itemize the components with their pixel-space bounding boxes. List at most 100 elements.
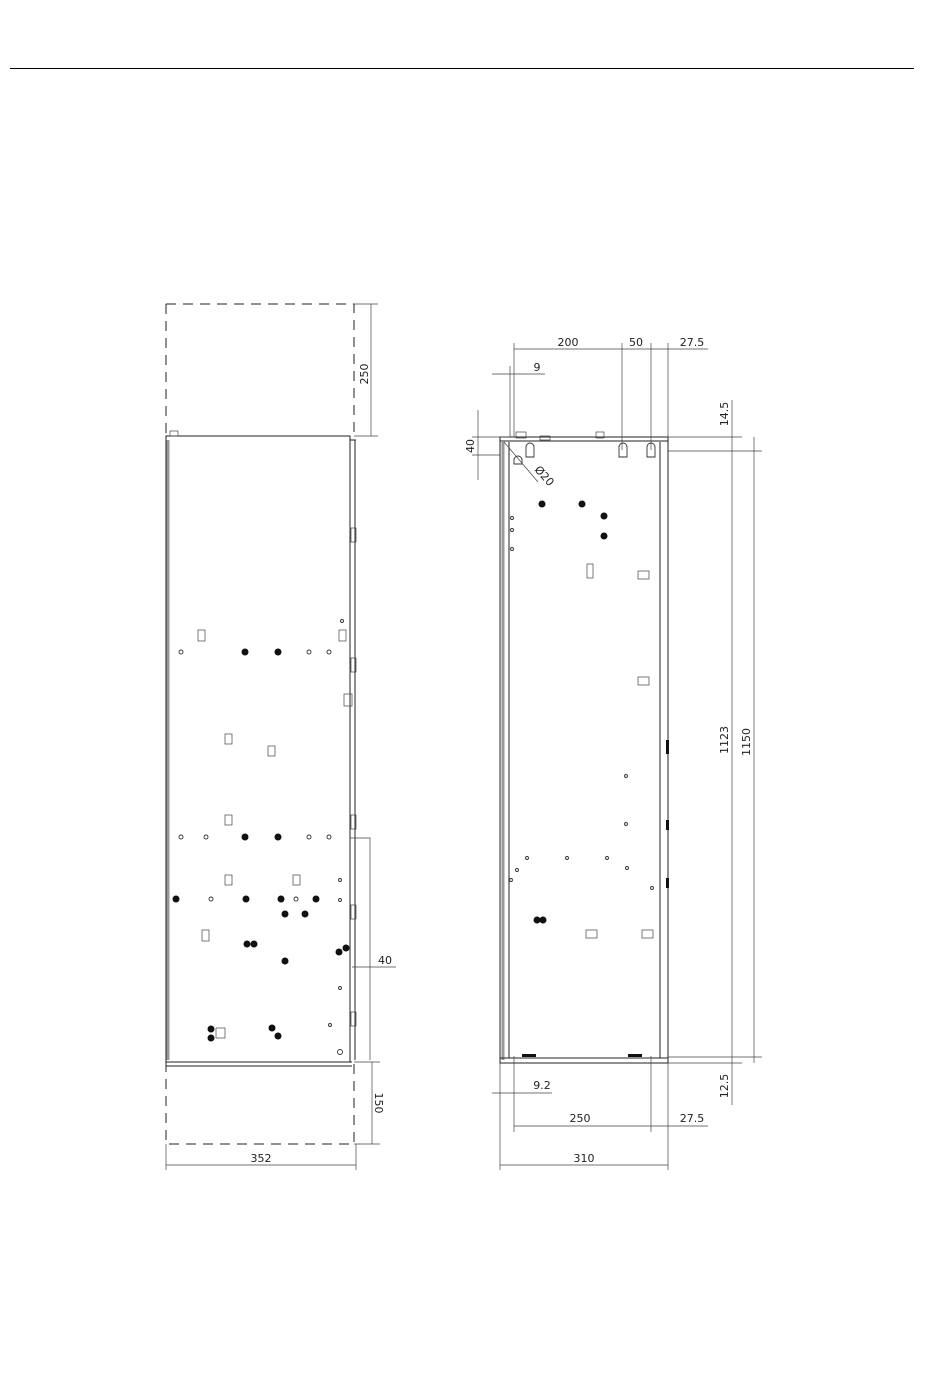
rear-view: 200 50 27.5 9 40 Ø20 14.5 1123 1150: [464, 336, 762, 1170]
rear-hole: [566, 857, 569, 860]
side-hole: [338, 1050, 343, 1055]
rear-dot: [539, 501, 546, 508]
side-slot: [225, 875, 232, 885]
side-dot: [275, 834, 282, 841]
side-dot: [302, 911, 309, 918]
side-dot: [242, 649, 249, 656]
side-dot: [275, 649, 282, 656]
side-dot: [278, 896, 285, 903]
side-hole: [327, 835, 331, 839]
side-bracket: [344, 694, 352, 706]
side-dot: [242, 834, 249, 841]
side-dot: [243, 896, 250, 903]
dim-rear-width: 310: [574, 1152, 595, 1165]
rear-hole: [526, 857, 529, 860]
side-dot: [208, 1035, 215, 1042]
dim-right-offset-bottom: 27.5: [680, 1112, 705, 1125]
side-dot: [336, 949, 343, 956]
side-slot: [225, 734, 232, 744]
dim-bottom-spacing: 250: [570, 1112, 591, 1125]
rear-slot: [642, 930, 653, 938]
side-view: 250 150 40 352: [166, 304, 396, 1170]
dim-bottom-clearance: 150: [372, 1093, 385, 1114]
keyhole: [514, 456, 522, 464]
side-body: [166, 436, 350, 1062]
rear-slot: [586, 930, 597, 938]
side-hole: [339, 987, 342, 990]
dim-slot-height: 40: [464, 439, 477, 453]
rear-hole: [606, 857, 609, 860]
side-hole: [209, 897, 213, 901]
dim-top-offset: 14.5: [718, 402, 731, 427]
rear-hole: [511, 548, 514, 551]
side-dot: [313, 896, 320, 903]
dim-total-height: 1150: [740, 728, 753, 756]
bottom-clearance-zone: [166, 1062, 354, 1144]
rear-bottom-tab: [522, 1054, 536, 1057]
rear-slot: [587, 564, 593, 578]
side-dot: [275, 1033, 282, 1040]
side-dot: [282, 958, 289, 965]
side-hole: [307, 650, 311, 654]
rear-hole: [651, 887, 654, 890]
side-slot: [216, 1028, 225, 1038]
dim-top-clearance: 250: [358, 364, 371, 385]
side-slot: [225, 815, 232, 825]
side-dot: [269, 1025, 276, 1032]
rear-right-tab: [666, 740, 669, 754]
rear-slot: [638, 677, 649, 685]
side-hole: [339, 899, 342, 902]
side-hole: [179, 835, 183, 839]
dim-right-offset-top: 27.5: [680, 336, 705, 349]
top-clearance-zone: [166, 304, 354, 436]
side-hole: [179, 650, 183, 654]
keyhole: [619, 443, 627, 457]
dim-side-width: 352: [251, 1152, 272, 1165]
side-step: [350, 838, 370, 1060]
rear-dot: [601, 513, 608, 520]
keyhole: [526, 443, 534, 457]
dim-hole-diameter: Ø20: [532, 463, 557, 489]
dim-bottom-slot: 9.2: [533, 1079, 551, 1092]
rear-hole: [625, 775, 628, 778]
side-hole: [294, 897, 298, 901]
rear-dot: [601, 533, 608, 540]
side-dot: [173, 896, 180, 903]
side-dot: [208, 1026, 215, 1033]
rear-dot: [540, 917, 547, 924]
rear-right-tab: [666, 878, 669, 888]
rear-hole: [626, 867, 629, 870]
dim-slot-width: 9: [534, 361, 541, 374]
side-slot: [293, 875, 300, 885]
rear-hole: [516, 869, 519, 872]
rear-hole: [511, 529, 514, 532]
rear-body: [500, 437, 668, 1063]
rear-right-tab: [666, 820, 669, 830]
side-slot: [202, 930, 209, 941]
side-slot: [268, 746, 275, 756]
side-dot: [282, 911, 289, 918]
dim-bottom-offset: 12.5: [718, 1074, 731, 1099]
side-top-tab: [170, 431, 178, 436]
rear-hole: [625, 823, 628, 826]
rear-dot: [534, 917, 541, 924]
side-hole: [341, 620, 344, 623]
side-hole: [307, 835, 311, 839]
dim-hole-spacing-50: 50: [629, 336, 643, 349]
side-dot: [251, 941, 258, 948]
dim-hole-spacing-200: 200: [558, 336, 579, 349]
side-dot: [244, 941, 251, 948]
rear-hole: [511, 517, 514, 520]
side-slot: [339, 630, 346, 641]
rear-hole: [510, 879, 513, 882]
rear-bottom-tab: [628, 1054, 642, 1057]
side-hole: [204, 835, 208, 839]
side-hole: [339, 879, 342, 882]
dim-side-offset: 40: [378, 954, 392, 967]
side-hole: [327, 650, 331, 654]
side-dot: [343, 945, 350, 952]
rear-slot: [638, 571, 649, 579]
dim-inner-height: 1123: [718, 726, 731, 754]
